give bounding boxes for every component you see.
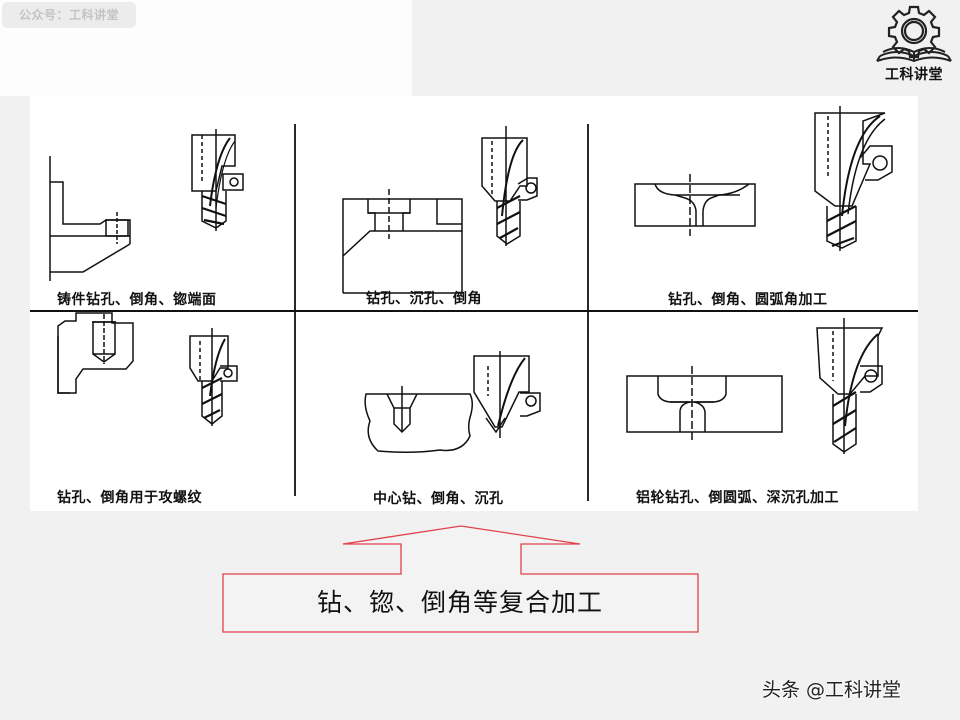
logo: 工科讲堂 [872, 4, 956, 88]
gear-book-icon [876, 5, 952, 63]
cell-caption-1: 铸件钻孔、倒角、锪端面 [57, 292, 217, 308]
logo-text: 工科讲堂 [885, 67, 943, 83]
cell-caption-5: 中心钻、倒角、沉孔 [373, 491, 504, 507]
cell-caption-4: 钻孔、倒角用于攻螺纹 [57, 490, 202, 506]
cell-caption-3: 钻孔、倒角、圆弧角加工 [668, 292, 828, 308]
watermark-top: 公众号：工科讲堂 [2, 2, 136, 28]
figure-drawings [30, 106, 918, 501]
footer-watermark: 头条 @工科讲堂 [762, 679, 902, 701]
cell-caption-6: 铝轮钻孔、倒圆弧、深沉孔加工 [636, 490, 839, 506]
cell-caption-2: 钻孔、沉孔、倒角 [366, 291, 482, 307]
callout-label: 钻、锪、倒角等复合加工 [316, 588, 603, 617]
figure-panel: 铸件钻孔、倒角、锪端面 钻孔、沉孔、倒角 钻孔、倒角、圆弧角加工 钻孔、倒角用于… [30, 96, 918, 511]
